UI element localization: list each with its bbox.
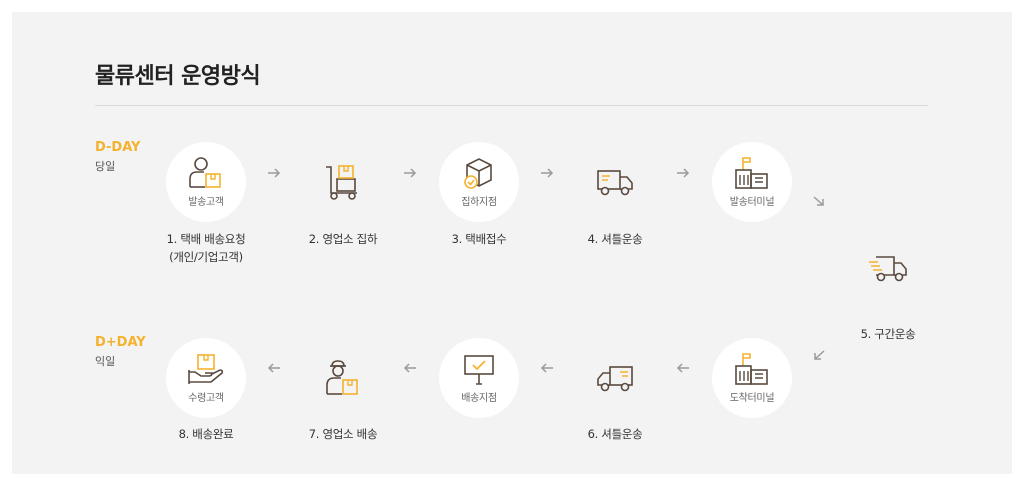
package-check-icon — [464, 158, 492, 189]
hand-truck-icon — [326, 165, 357, 200]
dday-tag: D-DAY — [95, 140, 141, 155]
arrow-right-icon — [677, 168, 690, 178]
step4-label: 4. 셔틀운송 — [587, 232, 643, 246]
person-box-icon — [189, 157, 221, 188]
step-destination-terminal-caption: 도착터미널 — [729, 393, 775, 404]
title-divider — [95, 105, 928, 106]
step-shuttle-node — [575, 142, 655, 222]
dplusday-marker: D+DAY 익일 — [95, 335, 146, 369]
step-recipient-caption: 수령고객 — [188, 393, 224, 404]
step-courier-node — [302, 338, 382, 418]
truck-icon — [597, 366, 633, 392]
truck-icon — [597, 170, 633, 196]
step8-label: 8. 배송완료 — [178, 427, 234, 441]
step-sender-node: 발송고객 — [166, 142, 246, 222]
step6-label: 6. 셔틀운송 — [587, 427, 643, 441]
step1-label-line1: 1. 택배 배송요청 — [166, 232, 246, 246]
step1-label-line2: (개인/기업고객) — [169, 250, 243, 264]
step-pickup-node — [302, 142, 382, 222]
step-sender-caption: 발송고객 — [188, 197, 224, 208]
arrow-right-icon — [541, 168, 554, 178]
page-title: 물류센터 운영방식 — [95, 64, 261, 89]
step-origin-terminal-caption: 발송터미널 — [729, 197, 775, 208]
arrow-left-icon — [267, 363, 280, 373]
step2-label: 2. 영업소 집하 — [308, 232, 378, 246]
arrow-down-right-icon — [813, 196, 824, 206]
step-linehaul-node — [848, 228, 928, 308]
terminal-building-icon — [735, 157, 768, 189]
step1-label: 1. 택배 배송요청 (개인/기업고객) — [141, 230, 271, 266]
step-pickup-branch-node: 집하지점 — [439, 142, 519, 222]
courier-box-icon — [326, 360, 358, 395]
arrow-right-icon — [268, 168, 281, 178]
arrow-left-icon — [403, 363, 416, 373]
step5-label: 5. 구간운송 — [860, 327, 916, 341]
arrow-down-left-icon — [814, 350, 825, 360]
dplusday-tag: D+DAY — [95, 335, 146, 350]
dday-sub: 당일 — [95, 160, 116, 173]
fast-truck-icon — [869, 256, 907, 282]
step-shuttle-return-node — [575, 338, 655, 418]
dplusday-sub: 익일 — [95, 355, 116, 368]
arrow-left-icon — [676, 363, 689, 373]
hand-box-icon — [188, 354, 224, 384]
arrow-left-icon — [540, 363, 553, 373]
step-pickup-branch-caption: 집하지점 — [461, 197, 497, 208]
step-origin-terminal-node: 발송터미널 — [712, 142, 792, 222]
step-delivery-branch-caption: 배송지점 — [461, 393, 497, 404]
signboard-check-icon — [464, 355, 494, 385]
step-delivery-branch-node: 배송지점 — [439, 338, 519, 418]
step7-label: 7. 영업소 배송 — [308, 427, 378, 441]
step-destination-terminal-node: 도착터미널 — [712, 338, 792, 418]
step3-label: 3. 택배접수 — [451, 232, 507, 246]
terminal-building-icon — [735, 353, 768, 385]
dday-marker: D-DAY 당일 — [95, 140, 140, 174]
step-recipient-node: 수령고객 — [166, 338, 246, 418]
arrow-right-icon — [404, 168, 417, 178]
